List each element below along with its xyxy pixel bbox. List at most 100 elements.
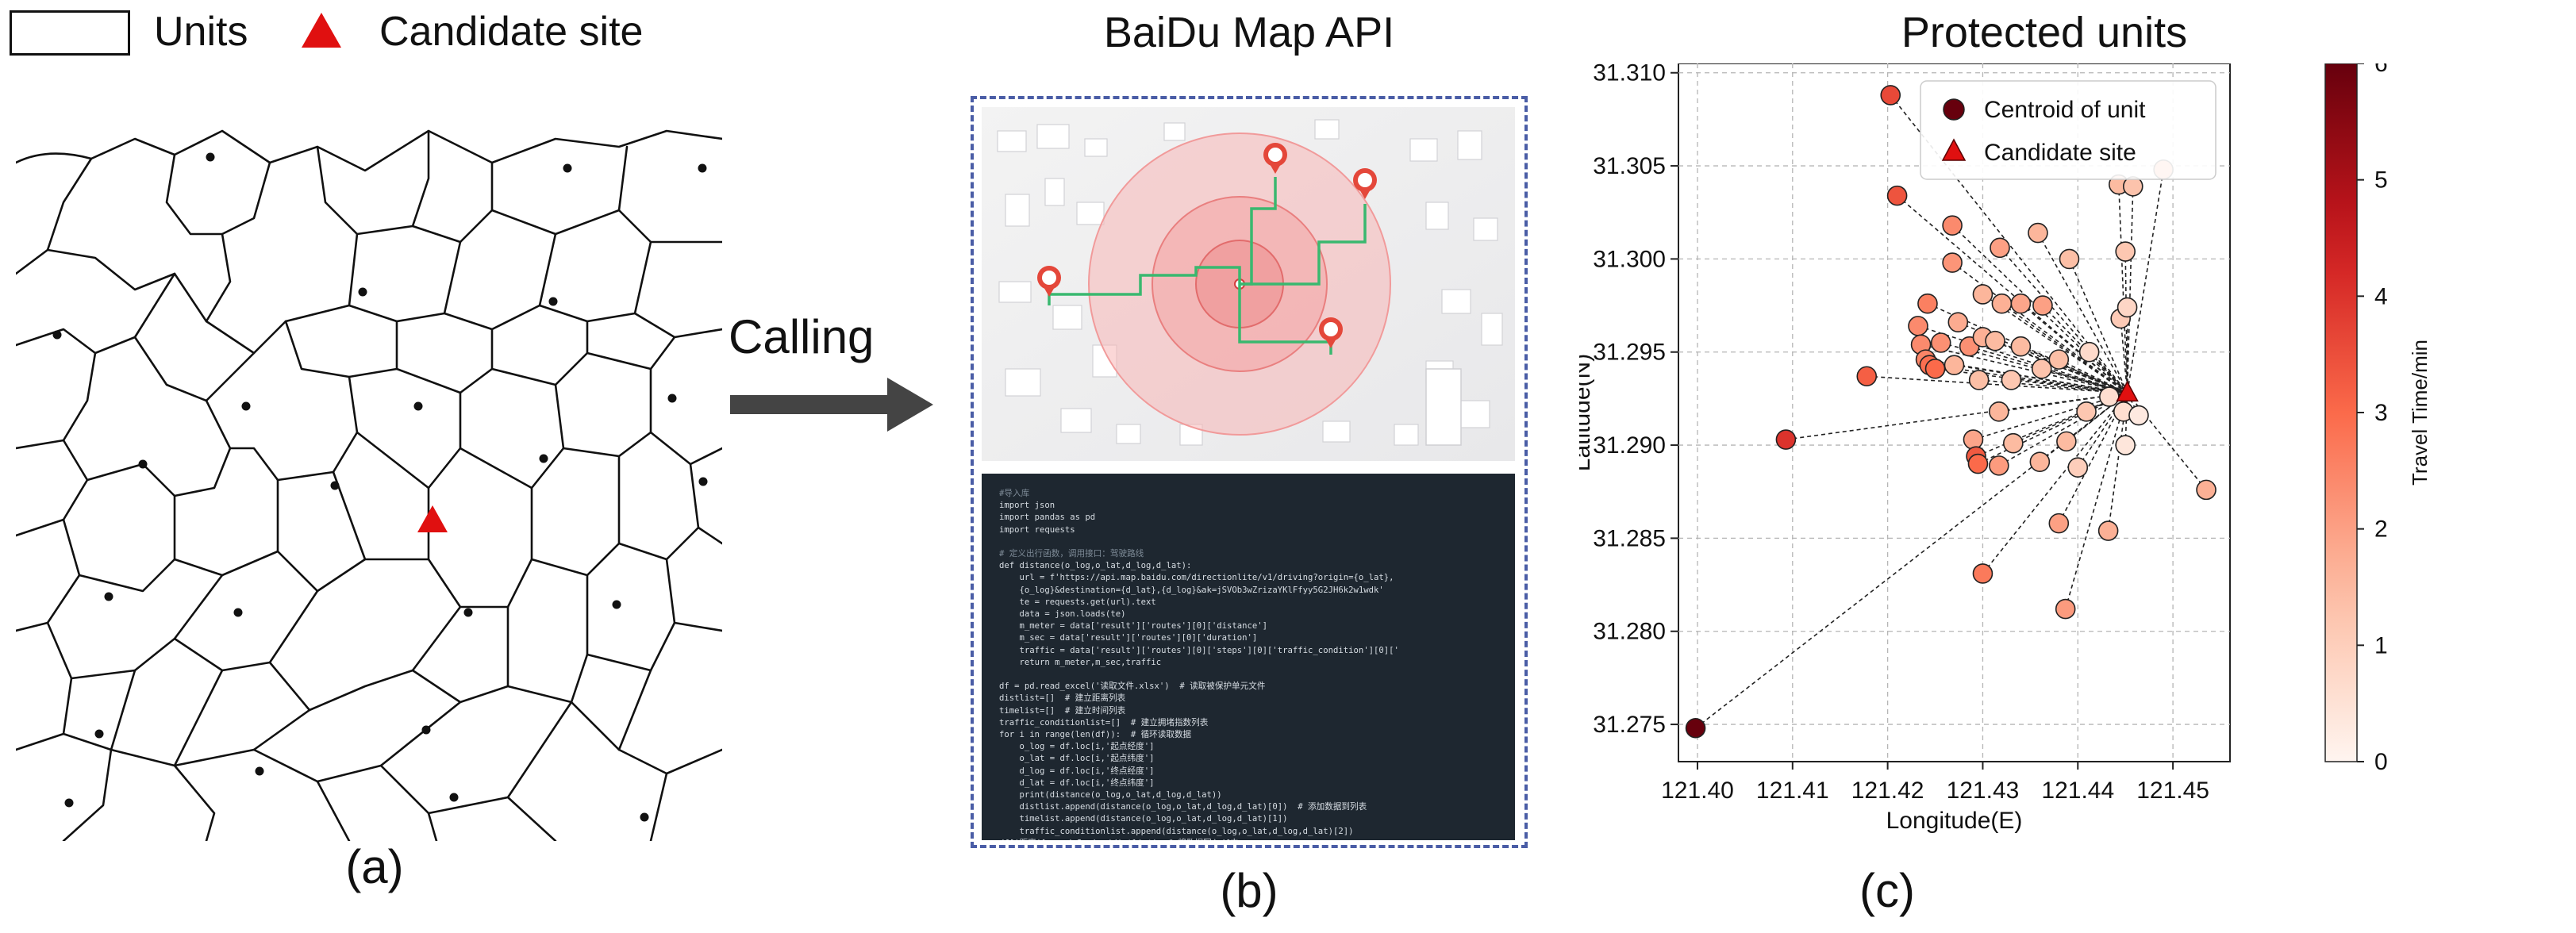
code-line: import json <box>999 501 1055 511</box>
panel-c-label: (c) <box>1859 864 1915 917</box>
x-tick-label: 121.44 <box>2041 778 2114 804</box>
code-line: return m_meter,m_sec,traffic <box>999 657 1162 667</box>
unit-centroid-point <box>1990 237 2010 259</box>
route-line <box>1935 368 2128 394</box>
panel-c-title: Protected units <box>1901 9 2188 56</box>
code-line: m_sec = data['result']['routes'][0]['dur… <box>999 633 1258 643</box>
unit-centroid-point <box>2001 370 2022 390</box>
unit-centroid-dot <box>698 163 707 173</box>
unit-centroid-dot <box>255 766 264 776</box>
unit-centroid-point <box>1685 717 1706 739</box>
unit-centroid-dot <box>548 297 558 306</box>
unit-centroid-dot <box>539 454 548 463</box>
map-illustration <box>982 107 1515 461</box>
unit-centroid-point <box>1991 293 2013 314</box>
unit-centroid-dot <box>138 459 148 469</box>
route-line <box>1973 392 2128 440</box>
colorbar-tick-label: 6 <box>2374 63 2388 77</box>
code-line: def distance(o_log,o_lat,d_log,d_lat): <box>999 561 1192 571</box>
panel-a-label: (a) <box>345 840 404 893</box>
legend-centroid-marker <box>1943 98 1965 121</box>
legend-units-label: Units <box>154 9 248 55</box>
x-tick-label: 121.41 <box>1756 778 1829 804</box>
legend-candidate-label: Candidate site <box>379 9 644 55</box>
y-tick-label: 31.285 <box>1593 525 1666 551</box>
route-line <box>2058 359 2128 394</box>
unit-centroid-point <box>1908 316 1928 336</box>
unit-centroid-point <box>2032 295 2053 316</box>
unit-centroid-dot <box>206 152 215 162</box>
code-line: timelist=[] # 建立时间列表 <box>999 705 1126 716</box>
route-line <box>2068 259 2128 394</box>
code-line: o_lat = df.loc[i,'起点纬度'] <box>999 754 1155 764</box>
panel-b-title: BaiDu Map API <box>1103 9 1395 56</box>
unit-centroid-point <box>2099 386 2120 407</box>
panel-b-label: (b) <box>1220 864 1278 917</box>
legend-units-swatch <box>10 10 130 56</box>
units-map <box>16 129 722 841</box>
unit-centroid-point <box>1886 185 1908 206</box>
code-editor: #导入库 import json import pandas as pd imp… <box>982 474 1515 840</box>
route-line <box>2020 303 2128 394</box>
unit-centroid-point <box>1880 85 1901 106</box>
candidate-site-marker <box>2116 380 2139 402</box>
code-line: traffic_conditionlist=[] # 建立拥堵指数列表 <box>999 717 1209 728</box>
unit-centroid-point <box>2055 598 2076 620</box>
colorbar-tick-label: 2 <box>2374 516 2388 543</box>
y-tick-label: 31.290 <box>1593 432 1666 459</box>
x-tick-label: 121.45 <box>2136 778 2209 804</box>
unit-centroid-point <box>1917 293 1938 314</box>
route-line <box>2037 232 2128 394</box>
code-line: # 定义出行函数，调用接口：驾驶路线 <box>999 549 1144 559</box>
code-line: traffic_conditionlist.append(distance(o_… <box>999 826 1354 836</box>
code-line: timelist.append(distance(o_log,o_lat,d_l… <box>999 814 1288 824</box>
code-line: traffic = data['result']['routes'][0]['s… <box>999 645 1399 655</box>
unit-centroid-point <box>1924 359 1946 379</box>
unit-centroid-point <box>1856 366 1878 387</box>
unit-centroid-dot <box>233 608 243 617</box>
colorbar-tick-label: 4 <box>2374 283 2388 309</box>
y-tick-label: 31.275 <box>1593 712 1666 738</box>
panel-b-frame <box>971 96 1528 848</box>
route-line <box>1954 364 2128 394</box>
route-line <box>1982 392 2128 574</box>
colorbar <box>2324 63 2358 762</box>
unit-centroid-point <box>2010 293 2032 314</box>
code-line: d_log = df.loc[i,'终点经度'] <box>999 766 1155 776</box>
unit-centroid-point <box>2067 457 2089 478</box>
route-line <box>1695 392 2128 729</box>
code-line: import pandas as pd <box>999 513 1096 523</box>
unit-centroid-point <box>1942 215 1963 236</box>
unit-centroid-point <box>2002 432 2024 454</box>
code-line: distlist.append(distance(o_log,o_lat,d_l… <box>999 802 1367 812</box>
code-line: df = pd.read_excel('读取文件.xlsx') # 读取被保护单… <box>999 682 1266 692</box>
code-line: te = requests.get(url).text <box>999 597 1156 607</box>
x-tick-label: 121.42 <box>1851 778 1924 804</box>
y-tick-label: 31.300 <box>1593 246 1666 272</box>
code-line: d_lat = df.loc[i,'终点纬度'] <box>999 778 1155 788</box>
y-tick-label: 31.280 <box>1593 619 1666 645</box>
unit-centroid-point <box>1930 332 1951 353</box>
unit-centroid-point <box>1972 284 1994 305</box>
route-line <box>2120 318 2128 394</box>
colorbar-tick-label: 5 <box>2374 167 2388 194</box>
chart-legend <box>1920 80 2217 180</box>
unit-centroid-dot <box>563 163 572 173</box>
unit-centroid-dot <box>64 798 74 808</box>
colorbar-tick-label: 0 <box>2374 749 2388 775</box>
unit-centroid-point <box>2097 520 2119 541</box>
unit-centroid-point <box>2076 401 2097 422</box>
unit-centroid-point <box>2059 248 2080 270</box>
unit-centroid-point <box>1944 355 1965 375</box>
unit-centroid-point <box>2031 359 2052 379</box>
unit-centroid-point <box>1947 312 1969 332</box>
x-tick-label: 121.43 <box>1947 778 2020 804</box>
code-line: {o_log}&destination={d_lat},{d_log}&ak=j… <box>999 585 1384 595</box>
y-axis-label: Latitude(N) <box>1579 354 1595 471</box>
legend-candidate-marker <box>1941 138 1967 161</box>
route-line <box>2064 393 2128 609</box>
y-tick-label: 31.310 <box>1593 63 1666 86</box>
calling-label: Calling <box>729 310 875 363</box>
route-line <box>1867 375 2128 394</box>
